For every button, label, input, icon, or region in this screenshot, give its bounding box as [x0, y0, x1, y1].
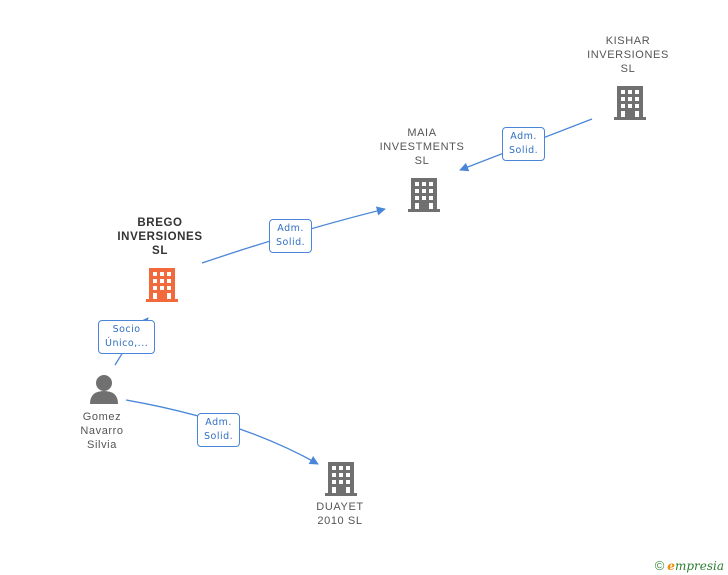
node-label: DUAYET 2010 SL	[316, 501, 364, 527]
node-label: KISHAR INVERSIONES SL	[587, 35, 669, 75]
node-kishar-inversiones[interactable]: KISHAR INVERSIONES SL	[580, 34, 676, 76]
person-icon	[90, 375, 118, 404]
building-icon	[325, 462, 357, 496]
node-label: BREGO INVERSIONES SL	[117, 217, 203, 257]
node-duayet-2010[interactable]: DUAYET 2010 SL	[292, 500, 388, 528]
brand-initial: e	[667, 559, 675, 573]
node-label: Gomez Navarro Silvia	[80, 411, 124, 451]
edge-label-gomez-duayet[interactable]: Adm. Solid.	[197, 413, 241, 447]
edge-label-kishar-maia[interactable]: Adm. Solid.	[502, 127, 546, 161]
copyright-icon: ©	[654, 558, 665, 573]
node-maia-investments[interactable]: MAIA INVESTMENTS SL	[372, 126, 472, 168]
edge-label-brego-maia[interactable]: Adm. Solid.	[269, 219, 313, 253]
empresia-watermark: ©empresia	[655, 558, 724, 573]
edge-label-gomez-brego[interactable]: Socio Único,...	[98, 320, 156, 354]
node-label: MAIA INVESTMENTS SL	[379, 127, 465, 167]
node-gomez-navarro-silvia[interactable]: Gomez Navarro Silvia	[54, 410, 150, 452]
node-brego-inversiones[interactable]: BREGO INVERSIONES SL	[110, 216, 210, 258]
building-icon	[408, 178, 440, 212]
building-icon	[146, 268, 178, 302]
building-icon	[614, 86, 646, 120]
brand-name: mpresia	[674, 559, 724, 573]
